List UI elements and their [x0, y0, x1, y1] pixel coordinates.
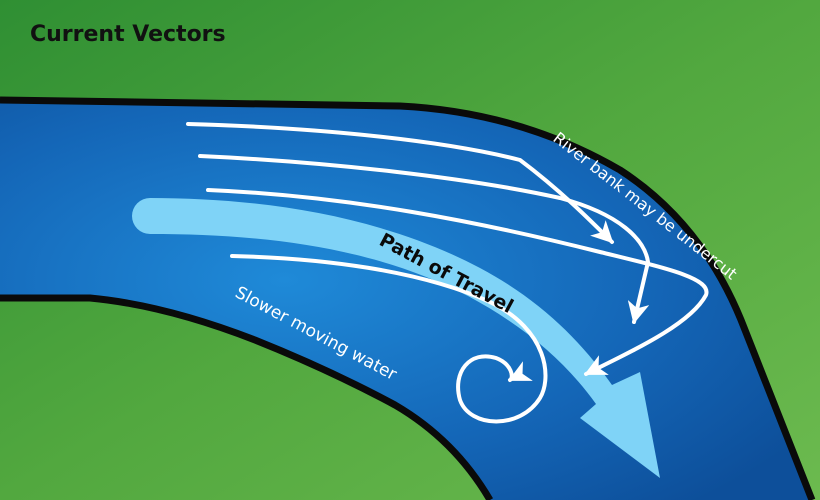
outer-river-bank — [0, 96, 816, 500]
inner-river-bank — [0, 294, 494, 500]
current-arrow-3 — [206, 188, 709, 376]
diagram-title: Current Vectors — [30, 22, 226, 47]
eddy-arrow — [230, 254, 548, 424]
current-arrow-1 — [186, 122, 614, 244]
current-arrow-2 — [198, 154, 651, 324]
path-of-travel-arrow — [132, 198, 660, 478]
